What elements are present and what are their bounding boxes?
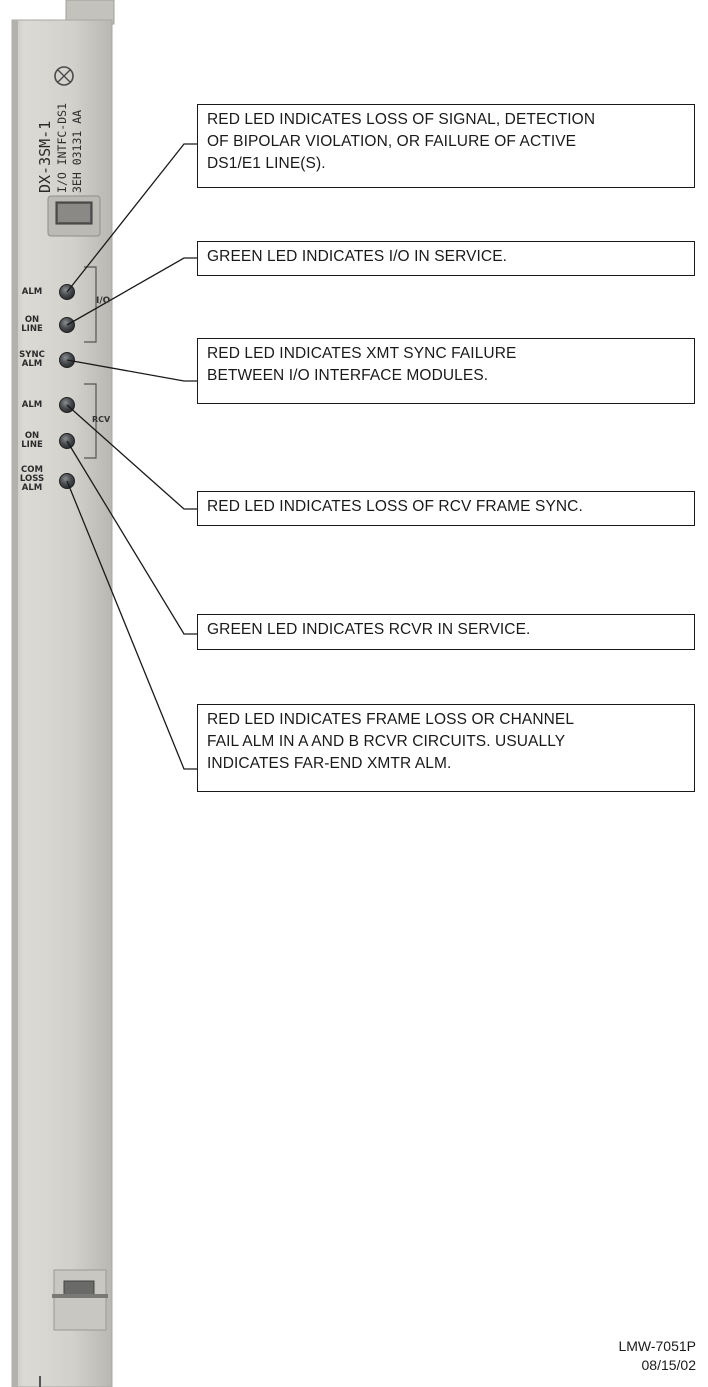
bottom-latch-grip: [63, 1280, 95, 1296]
callout-sync-alm: RED LED INDICATES XMT SYNC FAILURE BETWE…: [197, 338, 695, 404]
module-type-label: I/O INTFC-DS1: [55, 102, 69, 193]
io-alm-face-label: ALM: [21, 287, 43, 297]
io-bracket: [84, 266, 97, 343]
document-id: LMW-7051P: [618, 1338, 696, 1354]
bottom-latch-rail: [52, 1294, 108, 1298]
io-online-face-label: ON LINE: [21, 315, 43, 334]
callout-com-loss-alm: RED LED INDICATES FRAME LOSS OR CHANNEL …: [197, 704, 695, 792]
sync-alm-face-label: SYNC ALM: [19, 350, 45, 369]
callout-rcv-online: GREEN LED INDICATES RCVR IN SERVICE.: [197, 614, 695, 650]
document-date: 08/15/02: [641, 1357, 697, 1373]
io-group-label: I/O: [96, 296, 111, 306]
rcv-bracket: [84, 383, 97, 459]
module-part-label: 3EH 03131 AA: [70, 109, 84, 193]
com-loss-alm-face-label: COM LOSS ALM: [19, 465, 45, 493]
rcv-alm-face-label: ALM: [21, 400, 43, 410]
bottom-latch: [53, 1269, 107, 1331]
top-latch-insert: [58, 204, 90, 222]
faceplate-edge: [12, 20, 18, 1387]
faceplate: [11, 19, 113, 1387]
callout-io-online: GREEN LED INDICATES I/O IN SERVICE.: [197, 241, 695, 276]
rcv-online-face-label: ON LINE: [21, 431, 43, 450]
rcv-group-label: RCV: [92, 415, 111, 424]
callout-rcv-alm: RED LED INDICATES LOSS OF RCV FRAME SYNC…: [197, 491, 695, 526]
screw-cross-b: [57, 69, 71, 83]
module-model-label: DX-3SM-1: [36, 120, 54, 193]
callout-io-alm: RED LED INDICATES LOSS OF SIGNAL, DETECT…: [197, 104, 695, 188]
screw-icon: [54, 66, 74, 86]
